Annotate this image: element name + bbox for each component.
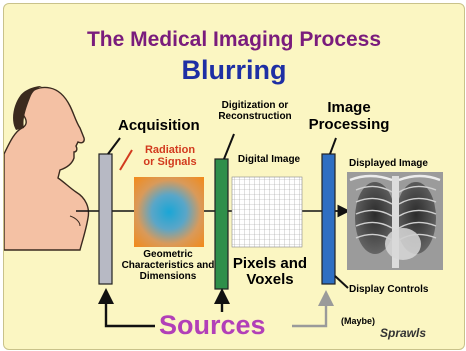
digitization-pointer — [224, 134, 234, 159]
patient-silhouette — [4, 86, 89, 250]
acquisition-label: Acquisition — [118, 117, 200, 134]
slide: The Medical Imaging Process Blurring Acq… — [3, 3, 465, 350]
radiation-pointer — [120, 150, 132, 170]
digital-image-label: Digital Image — [236, 154, 302, 165]
radiation-label: Radiation or Signals — [138, 144, 202, 168]
digital-image-grid — [232, 177, 302, 247]
page-subtitle: Blurring — [4, 55, 464, 86]
image-processing-bar — [322, 154, 335, 284]
display-controls-label: Display Controls — [349, 284, 428, 295]
author-signature: Sprawls — [380, 326, 426, 340]
processing-pointer — [330, 138, 336, 154]
maybe-label: (Maybe) — [341, 316, 375, 326]
controls-pointer — [335, 276, 348, 288]
image-processing-label: Image Processing — [304, 99, 394, 133]
digitization-label: Digitization or Reconstruction — [200, 100, 310, 122]
displayed-image-label: Displayed Image — [349, 158, 428, 169]
sources-label: Sources — [159, 310, 266, 341]
page-title: The Medical Imaging Process — [4, 28, 464, 52]
chest-xray-image — [347, 172, 443, 270]
blurred-image — [134, 177, 204, 247]
pixels-voxels-label: Pixels and Voxels — [230, 256, 310, 288]
acquisition-bar — [99, 154, 112, 284]
geometric-label: Geometric Characteristics and Dimensions — [114, 249, 222, 282]
acquisition-pointer — [108, 138, 120, 154]
